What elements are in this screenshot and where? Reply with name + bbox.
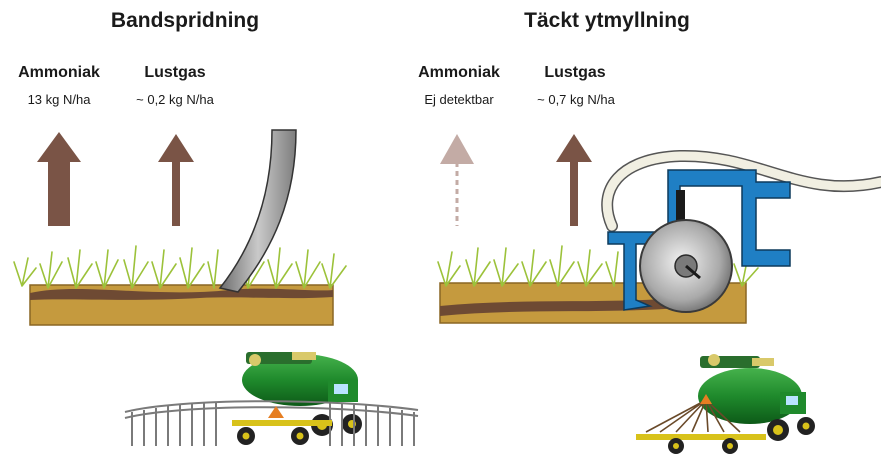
tank-icon <box>698 354 802 424</box>
spreader-frame <box>636 394 766 454</box>
disc-injector-icon <box>607 169 791 313</box>
arrow-up-icon <box>158 134 194 226</box>
grass-icon <box>437 245 759 287</box>
arrow-up-icon <box>37 132 81 226</box>
right-ammonia-value: Ej detektbar <box>424 92 494 107</box>
grass-icon <box>13 245 347 289</box>
boom-frame <box>124 400 419 446</box>
arrow-up-icon <box>556 134 592 226</box>
right-nitrous-value: ~ 0,7 kg N/ha <box>537 92 615 107</box>
left-nitrous-value: ~ 0,2 kg N/ha <box>136 92 214 107</box>
right-ammonia-label: Ammoniak <box>418 64 500 81</box>
left-panel-title: Bandspridning <box>110 9 260 32</box>
left-ammonia-value: 13 kg N/ha <box>27 92 91 107</box>
spreader-frame <box>232 406 332 445</box>
right-panel-title: Täckt ytmyllning <box>524 9 690 32</box>
right-nitrous-label: Lustgas <box>544 64 606 81</box>
left-ammonia-label: Ammoniak <box>18 64 100 81</box>
soil-block <box>29 284 334 326</box>
hose-icon <box>601 149 881 232</box>
left-scene <box>13 129 419 446</box>
hose-icon <box>218 129 297 293</box>
left-nitrous-label: Lustgas <box>144 64 206 81</box>
right-scene <box>437 134 881 454</box>
tractor-icon <box>767 392 815 441</box>
arrow-up-icon <box>440 134 474 226</box>
